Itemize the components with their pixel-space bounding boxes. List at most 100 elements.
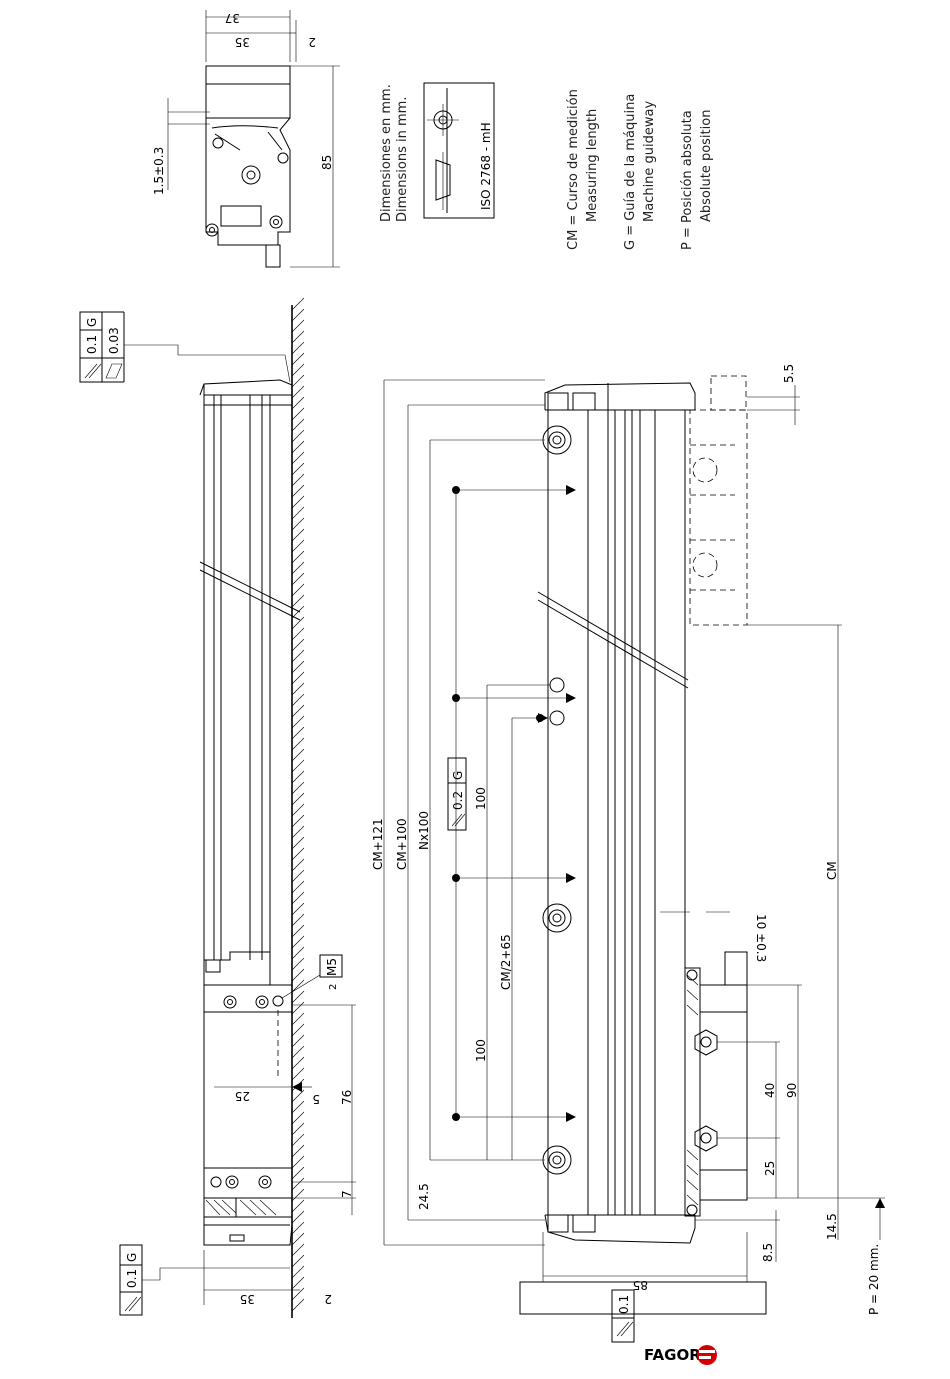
side-view: 25 5 76 7 M5 2 0.1 G 0.03 0.1 G — [79, 297, 356, 1318]
hatch-line — [291, 1001, 305, 1015]
hatch-line — [291, 396, 305, 410]
hatch-line — [291, 550, 305, 564]
hatch-line — [291, 528, 305, 542]
legend-g-en: Machine guideway — [642, 100, 657, 222]
hatch-line — [291, 836, 305, 850]
hatch-line — [291, 1056, 305, 1070]
tol-bot2: 0.1 — [617, 1295, 631, 1314]
hatch-line — [291, 990, 305, 1004]
hatch-line — [291, 726, 305, 740]
front-view: 85 0.1 — [371, 364, 885, 1343]
tol-top-a: 0.1 — [85, 335, 99, 354]
dim-5: 5 — [312, 1092, 320, 1106]
hatch-line — [291, 649, 305, 663]
dim-1-5: 1.5±0.3 — [152, 147, 166, 195]
hatch-line — [291, 374, 305, 388]
legend-p-en: Absolute position — [699, 110, 714, 222]
hatch-line — [291, 473, 305, 487]
dim-100-b: 100 — [474, 1039, 488, 1062]
hatch-line — [291, 748, 305, 762]
hatch-line — [291, 858, 305, 872]
dim-8-5: 8.5 — [761, 1243, 775, 1262]
dim-14-5: 14.5 — [825, 1213, 839, 1240]
dim-10: 10 ±0.3 — [754, 914, 768, 962]
dim-37: 37 — [225, 11, 240, 25]
hatch-line — [291, 385, 305, 399]
hatch-line — [291, 1166, 305, 1180]
hatch-line — [291, 539, 305, 553]
hatch-line — [291, 737, 305, 751]
hatch-line — [291, 1287, 305, 1301]
fagor-emblem-icon — [697, 1345, 717, 1365]
hatch-line — [291, 792, 305, 806]
hatch-line — [291, 803, 305, 817]
hatch-line — [291, 451, 305, 465]
callout-m5: M5 — [325, 958, 339, 976]
hatch-line — [291, 1034, 305, 1048]
tol-mid-a: 0.2 — [451, 791, 465, 810]
hatch-line — [291, 759, 305, 773]
tol-bot-g: G — [125, 1253, 139, 1262]
hatch-line — [291, 660, 305, 674]
dim-90: 90 — [785, 1083, 799, 1098]
hatch-line — [291, 1133, 305, 1147]
hatch-line — [291, 1100, 305, 1114]
dim-5-5: 5.5 — [782, 364, 796, 383]
hatch-line — [291, 902, 305, 916]
hatch-line — [291, 1254, 305, 1268]
hatch-line — [291, 891, 305, 905]
hatch-line — [291, 363, 305, 377]
dim-76: 76 — [340, 1090, 354, 1105]
hatch-line — [291, 1177, 305, 1191]
hatch-line — [291, 814, 305, 828]
hatch-line — [291, 506, 305, 520]
hatch-line — [291, 517, 305, 531]
dim-nx100: Nx100 — [417, 811, 431, 850]
hatch-line — [291, 935, 305, 949]
hatch-line — [291, 825, 305, 839]
dim-cm2-65: CM/2+65 — [499, 934, 513, 990]
hatch-line — [291, 561, 305, 575]
legend: Dimensiones en mm. Dimensions in mm. ISO… — [379, 82, 714, 250]
legend-cm-en: Measuring length — [585, 109, 600, 222]
legend-units-en: Dimensions in mm. — [395, 97, 410, 222]
hatch-line — [291, 429, 305, 443]
hatch-line — [291, 297, 305, 311]
dim-35-bot: 35 — [240, 1292, 255, 1306]
hatch-line — [291, 308, 305, 322]
hatch-line — [291, 781, 305, 795]
hatch-line — [291, 880, 305, 894]
hatch-line — [291, 605, 305, 619]
hatch-line — [291, 704, 305, 718]
hatch-line — [291, 1243, 305, 1257]
dim-2-bot: 2 — [324, 1292, 332, 1306]
dim-cm100: CM+100 — [395, 818, 409, 870]
hatch-line — [291, 715, 305, 729]
dim-100-a: 100 — [474, 787, 488, 810]
profile-section: 37 35 2 85 1.5±0.3 — [152, 10, 340, 268]
tol-mid-g: G — [451, 771, 465, 780]
hatch-line — [291, 1188, 305, 1202]
legend-cm-es: CM = Curso de medición — [566, 89, 581, 250]
hatch-line — [291, 440, 305, 454]
hatch-line — [291, 1155, 305, 1169]
hatch-line — [291, 693, 305, 707]
legend-iso: ISO 2768 - mH — [479, 122, 493, 210]
hatch-line — [291, 627, 305, 641]
fagor-logo: FAGOR — [644, 1345, 717, 1365]
hatch-line — [291, 1045, 305, 1059]
hatch-line — [291, 616, 305, 630]
dim-24-5: 24.5 — [417, 1183, 431, 1210]
hatch-line — [291, 352, 305, 366]
hatch-line — [291, 847, 305, 861]
callout-m5-qty: 2 — [328, 984, 339, 990]
hatch-line — [291, 946, 305, 960]
dim-cm: CM — [825, 861, 839, 880]
hatch-line — [291, 1265, 305, 1279]
legend-units-es: Dimensiones en mm. — [379, 84, 394, 222]
hatch-line — [291, 462, 305, 476]
hatch-line — [291, 484, 305, 498]
hatch-line — [291, 1232, 305, 1246]
dim-85-bot: 85 — [633, 1278, 648, 1292]
